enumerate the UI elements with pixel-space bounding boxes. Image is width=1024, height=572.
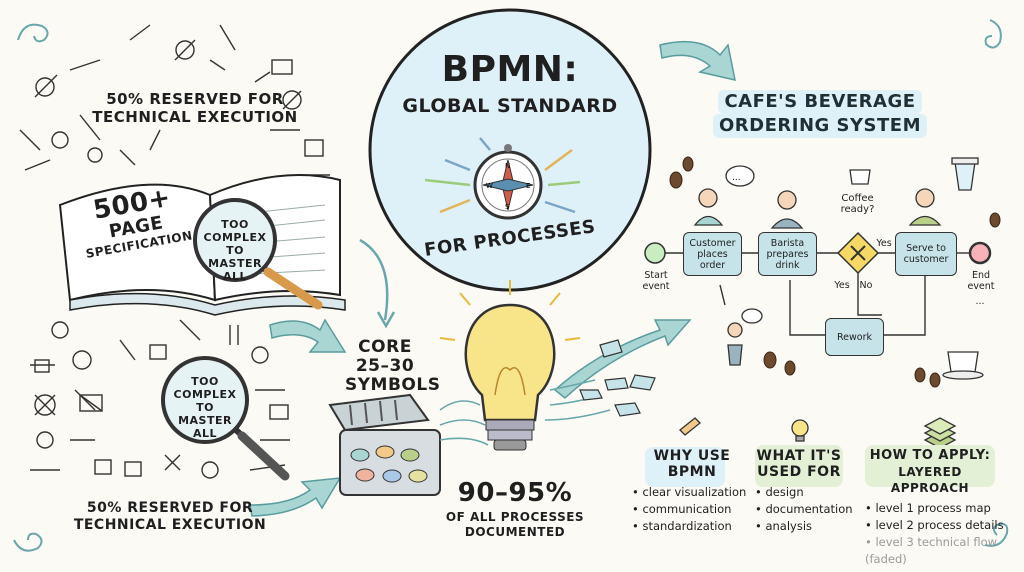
coffee-beans-icon	[669, 156, 1001, 388]
panel-why-item-3: standardization	[632, 518, 752, 535]
task-serve-customer: Serve to customer	[895, 232, 957, 276]
compass-icon: N S W E	[473, 144, 543, 220]
toolbox-illustration	[328, 393, 441, 496]
svg-text:...: ...	[732, 173, 741, 183]
task-customer-order: Customer places order	[683, 232, 742, 276]
panel-how-list: level 1 process map level 2 process deta…	[865, 500, 1015, 568]
arrow-to-cafe	[659, 40, 736, 81]
panel-why-item-2: communication	[632, 501, 752, 518]
task-rework-label: Rework	[836, 331, 872, 343]
panel-what-item-2: documentation	[755, 501, 855, 518]
panel-how-item-1: level 1 process map	[865, 500, 1015, 517]
layers-icon	[923, 417, 957, 449]
panel-how-item-2: level 2 process details	[865, 517, 1015, 534]
corner-swirl-tl	[17, 23, 49, 43]
barista-figure-icon	[770, 190, 804, 229]
bpmn-subtitle: GLOBAL STANDARD	[402, 95, 618, 117]
panel-what-list: design documentation analysis	[755, 484, 855, 535]
core-line3: SYMBOLS	[345, 375, 441, 395]
core-line1: CORE	[358, 337, 412, 357]
panel-what-bg	[755, 445, 843, 487]
gateway-x-icon	[850, 245, 866, 261]
cafe-title: CAFE'S BEVERAGE ORDERING SYSTEM	[700, 90, 940, 138]
server-figure-icon	[908, 188, 942, 226]
end-event-circle	[968, 241, 992, 265]
arrow-bottom-left	[249, 477, 342, 517]
coffee-cup-takeaway-icon	[951, 157, 979, 191]
task-barista-prepare: Barista prepares drink	[758, 232, 817, 276]
customer-walking-icon	[727, 308, 763, 366]
panel-what-title2: USED FOR	[757, 464, 841, 480]
gateway-yes2-label: Yes	[834, 280, 850, 291]
pencil-icon	[679, 417, 701, 436]
gateway-yes-label: Yes	[876, 238, 892, 249]
core-symbols-label: CORE 25–30 SYMBOLS	[345, 337, 441, 395]
panel-why-list: clear visualization communication standa…	[632, 484, 752, 535]
end-dots: ...	[975, 296, 985, 307]
task-rework: Rework	[825, 318, 884, 356]
start-event-circle	[644, 242, 666, 264]
coffee-cup-bottom-icon	[942, 351, 984, 380]
symbol-doodles-bottom	[30, 319, 290, 479]
corner-swirl-bl	[13, 532, 43, 552]
panel-why-title2: BPMN	[667, 464, 717, 480]
panel-why-title1: WHY USE	[653, 448, 731, 464]
panel-how-item-3: level 3 technical flow (faded)	[865, 534, 1015, 568]
panel-what-item-3: analysis	[755, 518, 855, 535]
magnifier-bottom-icon	[161, 356, 290, 481]
percent-sub1: OF ALL PROCESSES	[445, 510, 585, 524]
curve-arrow	[359, 238, 389, 321]
panel-what-item-1: design	[755, 484, 855, 501]
reserved-bottom-label: 50% RESERVED FOR TECHNICAL EXECUTION	[73, 500, 267, 533]
magnifier-top-icon	[193, 198, 323, 310]
svg-text:E: E	[526, 182, 530, 190]
task-serve-customer-label: Serve to customer	[903, 243, 949, 265]
svg-text:N: N	[505, 162, 510, 170]
panel-how-title2: LAYERED APPROACH	[890, 465, 970, 495]
complex-bottom-label: TOO COMPLEX TO MASTER ALL	[173, 375, 237, 440]
percent-value: 90–95%	[457, 478, 573, 508]
panel-why: WHY USE BPMN clear visualization communi…	[632, 448, 752, 535]
task-barista-prepare-label: Barista prepares drink	[766, 237, 809, 271]
cafe-flow-connectors	[665, 252, 970, 336]
panel-why-item-1: clear visualization	[632, 484, 752, 501]
arrow-to-flow	[553, 319, 692, 399]
panel-what: WHAT IT'S USED FOR design documentation …	[755, 448, 855, 535]
corner-swirl-tr	[984, 19, 1002, 49]
start-event-label: Start event	[642, 270, 670, 292]
percent-sub2: DOCUMENTED	[464, 525, 566, 539]
panel-how: HOW TO APPLY: LAYERED APPROACH level 1 p…	[865, 448, 1015, 568]
complex-top-label: TOO COMPLEX TO MASTER ALL	[203, 218, 267, 283]
cafe-title-line2: ORDERING SYSTEM	[712, 114, 927, 138]
reserved-top-label: 50% RESERVED FOR TECHNICAL EXECUTION	[92, 90, 298, 126]
panel-how-bg	[865, 445, 995, 487]
percent-caption: OF ALL PROCESSES DOCUMENTED	[430, 510, 600, 540]
bpmn-title: BPMN:	[441, 49, 579, 90]
svg-text:S: S	[505, 203, 510, 211]
panel-why-bg	[645, 447, 725, 487]
end-event-label: End event	[967, 270, 995, 292]
core-line2: 25–30	[355, 356, 415, 376]
panel-how-title1: HOW TO APPLY:	[869, 448, 991, 463]
gateway-question-label: Coffee ready?	[840, 193, 875, 215]
arrow-to-core	[269, 318, 347, 353]
speech-bubble-icon: ...	[725, 165, 755, 187]
svg-text:W: W	[486, 182, 493, 190]
small-bulb-icon	[791, 419, 809, 442]
panel-what-title1: WHAT IT'S	[756, 448, 842, 464]
task-customer-order-label: Customer places order	[689, 237, 736, 271]
lightbulb-icon	[439, 280, 581, 451]
gateway-no-label: No	[859, 280, 873, 291]
customer-figure-icon	[693, 188, 724, 226]
coffee-cup-top-icon	[849, 169, 871, 185]
cafe-title-line1: CAFE'S BEVERAGE	[718, 90, 922, 114]
